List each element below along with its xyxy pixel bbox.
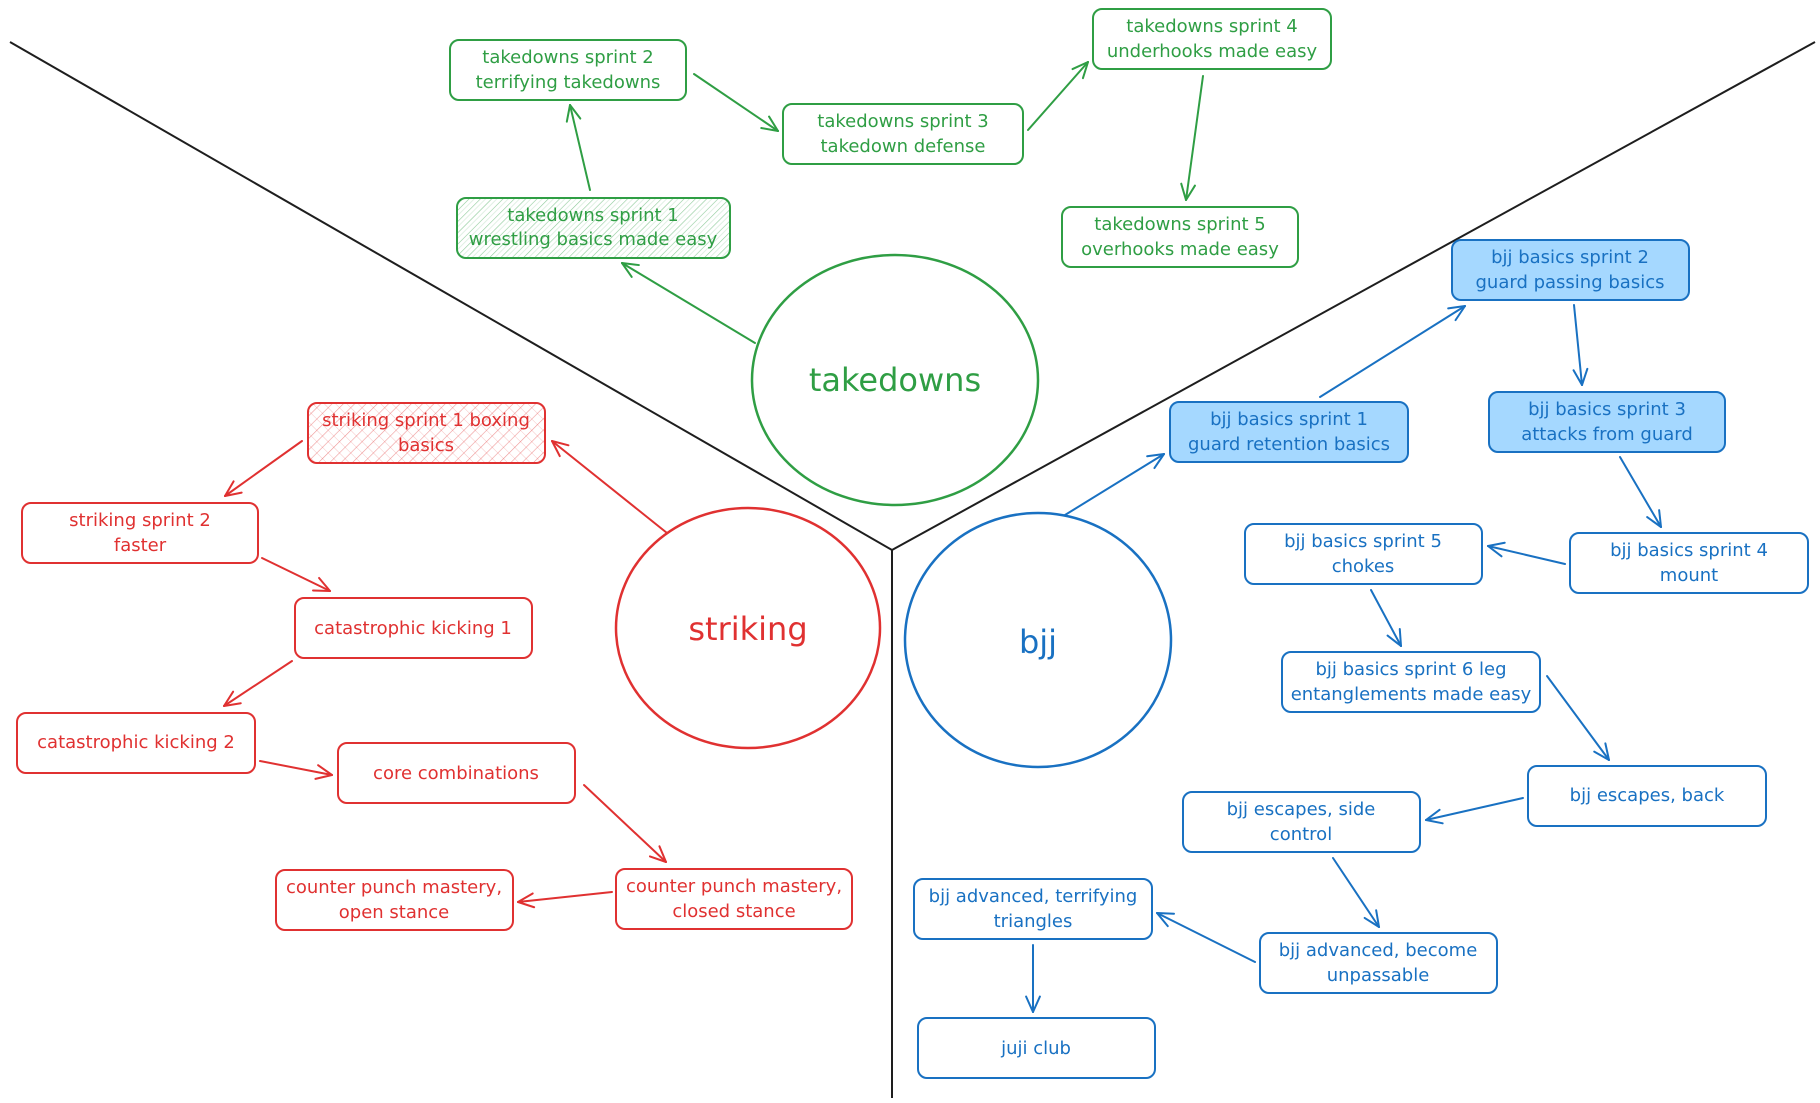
node-bjj-sprint-5[interactable]: bjj basics sprint 5 chokes xyxy=(1244,523,1483,585)
node-label: striking sprint 2 xyxy=(69,510,211,531)
node-takedowns-sprint-2[interactable]: takedowns sprint 2 terrifying takedowns xyxy=(449,39,687,101)
node-label: catastrophic kicking 2 xyxy=(37,732,235,753)
section-dividers xyxy=(9,41,1816,1098)
node-bjj-escapes-side[interactable]: bjj escapes, side control xyxy=(1182,791,1421,853)
arrow-st5-to-st6 xyxy=(583,784,667,863)
node-bjj-sprint-2[interactable]: bjj basics sprint 2 guard passing basics xyxy=(1451,239,1690,301)
node-label: takedowns sprint 2 xyxy=(482,47,653,68)
node-striking-sprint-2[interactable]: striking sprint 2 faster xyxy=(21,502,259,564)
node-bjj-sprint-6[interactable]: bjj basics sprint 6 leg entanglements ma… xyxy=(1281,651,1541,713)
node-label: bjj escapes, back xyxy=(1570,785,1725,806)
arrow-st2-to-st3 xyxy=(261,557,331,592)
arrow-st3-to-st4 xyxy=(223,660,293,707)
node-label: takedown defense xyxy=(820,136,985,157)
node-bjj-sprint-3[interactable]: bjj basics sprint 3 attacks from guard xyxy=(1488,391,1726,453)
arrow-st6-to-st7 xyxy=(517,891,613,909)
arrow-td3-to-td4 xyxy=(1027,61,1089,131)
hub-striking[interactable]: striking xyxy=(614,506,882,750)
node-label: triangles xyxy=(994,911,1073,932)
divider-right xyxy=(891,41,1816,551)
arrow-bj4-to-bj5 xyxy=(1487,541,1566,565)
node-label: catastrophic kicking 1 xyxy=(314,618,512,639)
node-label: faster xyxy=(114,535,167,556)
node-label: entanglements made easy xyxy=(1291,684,1532,705)
arrow-bj10-to-bj11 xyxy=(1025,944,1041,1013)
node-bjj-advanced-unpassable[interactable]: bjj advanced, become unpassable xyxy=(1259,932,1498,994)
arrow-hub-takedowns-to-td1 xyxy=(621,262,756,344)
node-catastrophic-kicking-2[interactable]: catastrophic kicking 2 xyxy=(16,712,256,774)
edges xyxy=(223,61,1662,1013)
node-takedowns-sprint-1[interactable]: takedowns sprint 1 wrestling basics made… xyxy=(456,197,731,259)
node-catastrophic-kicking-1[interactable]: catastrophic kicking 1 xyxy=(294,597,533,659)
node-label: underhooks made easy xyxy=(1107,41,1318,62)
node-label: terrifying takedowns xyxy=(476,72,661,93)
arrow-bj1-to-bj2 xyxy=(1319,305,1466,398)
node-label: unpassable xyxy=(1327,965,1430,986)
arrow-td2-to-td3 xyxy=(693,73,779,132)
arrow-bj2-to-bj3 xyxy=(1572,304,1589,386)
node-bjj-escapes-back[interactable]: bjj escapes, back xyxy=(1527,765,1767,827)
hub-takedowns-label: takedowns xyxy=(809,361,981,399)
divider-left xyxy=(9,41,893,551)
arrow-bj6-to-bj7 xyxy=(1546,675,1610,761)
arrow-td4-to-td5 xyxy=(1180,75,1204,201)
arrow-bj7-to-bj8 xyxy=(1425,797,1524,825)
node-label: mount xyxy=(1660,565,1718,586)
node-label: overhooks made easy xyxy=(1081,239,1279,260)
arrow-td1-to-td2 xyxy=(565,104,591,191)
hub-striking-label: striking xyxy=(688,610,807,648)
arrow-hub-bjj-to-bj1 xyxy=(1064,453,1165,516)
node-label: control xyxy=(1270,824,1332,845)
node-label: open stance xyxy=(339,902,450,923)
arrow-bj8-to-bj9 xyxy=(1332,857,1380,928)
node-label: core combinations xyxy=(373,763,539,784)
node-label: counter punch mastery, xyxy=(286,877,502,898)
node-core-combinations[interactable]: core combinations xyxy=(337,742,576,804)
node-label: bjj advanced, terrifying xyxy=(929,886,1138,907)
node-label: bjj basics sprint 1 xyxy=(1210,409,1368,430)
node-label: chokes xyxy=(1332,556,1395,577)
node-label: basics xyxy=(398,435,454,456)
hub-takedowns[interactable]: takedowns xyxy=(750,253,1040,507)
arrow-bj9-to-bj10 xyxy=(1156,912,1256,963)
hub-bjj-label: bjj xyxy=(1019,623,1057,661)
node-label: closed stance xyxy=(672,901,795,922)
node-striking-sprint-1[interactable]: striking sprint 1 boxing basics xyxy=(307,402,546,464)
node-bjj-sprint-1[interactable]: bjj basics sprint 1 guard retention basi… xyxy=(1169,401,1409,463)
node-label: takedowns sprint 1 xyxy=(507,205,678,226)
node-takedowns-sprint-5[interactable]: takedowns sprint 5 overhooks made easy xyxy=(1061,206,1299,268)
node-takedowns-sprint-3[interactable]: takedowns sprint 3 takedown defense xyxy=(782,103,1024,165)
node-label: wrestling basics made easy xyxy=(469,229,718,250)
node-label: bjj basics sprint 4 xyxy=(1610,540,1768,561)
node-label: striking sprint 1 boxing xyxy=(322,410,530,431)
node-juji-club[interactable]: juji club xyxy=(917,1017,1156,1079)
node-label: takedowns sprint 5 xyxy=(1094,214,1265,235)
node-label: counter punch mastery, xyxy=(626,876,842,897)
node-takedowns-sprint-4[interactable]: takedowns sprint 4 underhooks made easy xyxy=(1092,8,1332,70)
arrow-hub-striking-to-st1 xyxy=(551,440,668,534)
node-label: takedowns sprint 4 xyxy=(1126,16,1297,37)
node-label: guard retention basics xyxy=(1188,434,1390,455)
node-bjj-advanced-triangles[interactable]: bjj advanced, terrifying triangles xyxy=(913,878,1153,940)
node-label: bjj basics sprint 2 xyxy=(1491,247,1649,268)
node-label: guard passing basics xyxy=(1476,272,1665,293)
node-label: bjj escapes, side xyxy=(1227,799,1376,820)
arrow-bj5-to-bj6 xyxy=(1370,589,1402,647)
node-label: juji club xyxy=(1000,1038,1071,1059)
hub-bjj[interactable]: bjj xyxy=(903,511,1173,769)
arrow-st1-to-st2 xyxy=(224,440,303,497)
node-bjj-sprint-4[interactable]: bjj basics sprint 4 mount xyxy=(1569,532,1809,594)
node-label: bjj basics sprint 3 xyxy=(1528,399,1686,420)
arrow-st4-to-st5 xyxy=(259,760,333,780)
node-label: attacks from guard xyxy=(1521,424,1693,445)
arrow-bj3-to-bj4 xyxy=(1619,456,1662,528)
node-label: bjj basics sprint 5 xyxy=(1284,531,1442,552)
node-label: bjj advanced, become xyxy=(1279,940,1478,961)
node-label: bjj basics sprint 6 leg xyxy=(1315,659,1506,680)
node-label: takedowns sprint 3 xyxy=(817,111,988,132)
node-counter-punch-open[interactable]: counter punch mastery, open stance xyxy=(275,869,514,931)
node-counter-punch-closed[interactable]: counter punch mastery, closed stance xyxy=(615,868,853,930)
